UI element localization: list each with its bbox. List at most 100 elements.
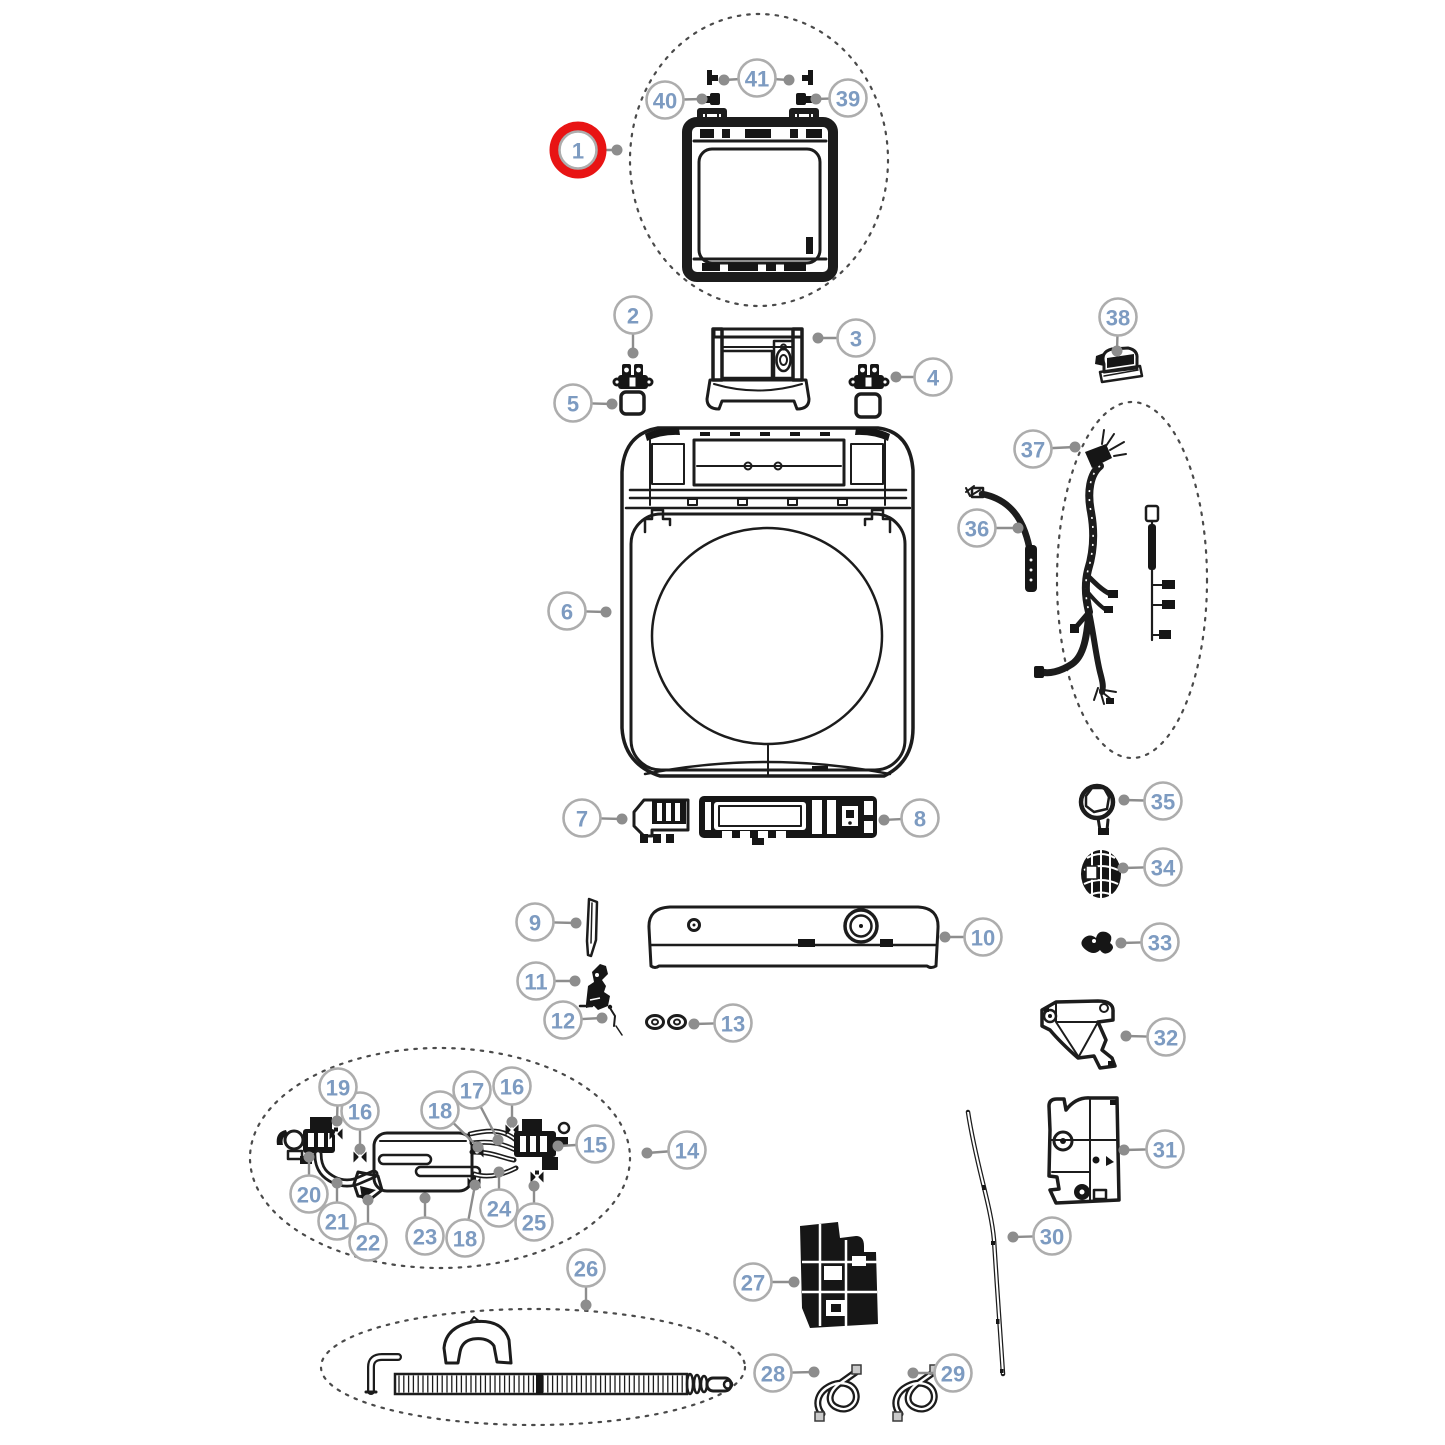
callout-circle[interactable]: [836, 318, 876, 358]
callout-circle[interactable]: [900, 798, 940, 838]
callout-circle[interactable]: [1143, 781, 1183, 821]
callout-36[interactable]: 36: [957, 508, 1024, 548]
callout-circle[interactable]: [713, 1003, 753, 1043]
callout-circle[interactable]: [317, 1201, 357, 1241]
leader-dot: [580, 1299, 592, 1311]
callout-circle[interactable]: [737, 58, 777, 98]
callout-circle[interactable]: [1145, 1129, 1185, 1169]
callout-number: 18: [428, 1099, 452, 1124]
callout-number: 4: [927, 366, 940, 391]
callout-2[interactable]: 2: [613, 295, 653, 359]
callout-28[interactable]: 28: [753, 1353, 820, 1393]
callout-38[interactable]: 38: [1098, 297, 1138, 357]
leader-dot: [493, 1166, 505, 1178]
callout-9[interactable]: 9: [515, 902, 582, 942]
callout-4[interactable]: 4: [890, 357, 953, 397]
callout-circle[interactable]: [562, 798, 602, 838]
callout-15[interactable]: 15: [552, 1124, 615, 1164]
callout-41[interactable]: 41: [718, 58, 795, 98]
callout-circle[interactable]: [575, 1124, 615, 1164]
callout-14[interactable]: 14: [641, 1130, 707, 1170]
callout-circle[interactable]: [957, 508, 997, 548]
callout-34[interactable]: 34: [1117, 847, 1183, 887]
callout-number: 32: [1154, 1026, 1178, 1051]
callout-5[interactable]: 5: [553, 383, 618, 423]
callout-circle[interactable]: [452, 1070, 492, 1110]
leader-dot: [331, 1177, 343, 1189]
callout-circle[interactable]: [1032, 1216, 1072, 1256]
callout-18[interactable]: 18: [445, 1179, 485, 1258]
callout-6[interactable]: 6: [547, 591, 612, 631]
callout-37[interactable]: 37: [1013, 429, 1081, 469]
callout-19[interactable]: 19: [318, 1067, 358, 1127]
callout-circle[interactable]: [667, 1130, 707, 1170]
callout-circle[interactable]: [613, 295, 653, 335]
callout-16[interactable]: 16: [492, 1066, 532, 1128]
callout-8[interactable]: 8: [878, 798, 940, 838]
callout-27[interactable]: 27: [733, 1262, 800, 1302]
callout-40[interactable]: 40: [645, 80, 708, 120]
callout-circle[interactable]: [547, 591, 587, 631]
callout-circle[interactable]: [913, 357, 953, 397]
callout-circle[interactable]: [828, 78, 868, 118]
callout-circle[interactable]: [1098, 297, 1138, 337]
callout-35[interactable]: 35: [1118, 781, 1183, 821]
callout-circle[interactable]: [405, 1216, 445, 1256]
callout-circle[interactable]: [733, 1262, 773, 1302]
leader-dot: [1118, 794, 1130, 806]
callout-circle[interactable]: [515, 902, 555, 942]
callout-circle[interactable]: [318, 1067, 358, 1107]
callout-circle[interactable]: [558, 130, 598, 170]
callout-31[interactable]: 31: [1118, 1129, 1185, 1169]
callout-10[interactable]: 10: [939, 917, 1003, 957]
callout-30[interactable]: 30: [1007, 1216, 1072, 1256]
callout-29[interactable]: 29: [907, 1353, 973, 1393]
callout-circle[interactable]: [1013, 429, 1053, 469]
part-14-inlet-valve-assembly: [276, 1117, 571, 1200]
callout-13[interactable]: 13: [688, 1003, 753, 1043]
leader-dot: [812, 332, 824, 344]
callout-32[interactable]: 32: [1120, 1017, 1186, 1057]
callout-23[interactable]: 23: [405, 1192, 445, 1256]
callout-20[interactable]: 20: [289, 1151, 329, 1214]
leader-dot: [641, 1147, 653, 1159]
callout-24[interactable]: 24: [479, 1166, 519, 1228]
callout-circle[interactable]: [479, 1188, 519, 1228]
callout-circle[interactable]: [543, 1000, 583, 1040]
callout-18[interactable]: 18: [420, 1090, 484, 1153]
lid-assembly-boundary: [628, 12, 890, 308]
callout-26[interactable]: 26: [566, 1248, 606, 1311]
callout-33[interactable]: 33: [1115, 922, 1180, 962]
callout-25[interactable]: 25: [514, 1180, 554, 1242]
part-37-wire-harness: [1034, 429, 1175, 705]
callout-circle[interactable]: [566, 1248, 606, 1288]
callout-17[interactable]: 17: [452, 1070, 504, 1146]
callout-circle[interactable]: [1140, 922, 1180, 962]
callout-circle[interactable]: [516, 961, 556, 1001]
callout-circle[interactable]: [420, 1090, 460, 1130]
callout-circle[interactable]: [645, 80, 685, 120]
callout-circle[interactable]: [492, 1066, 532, 1106]
callout-number: 16: [500, 1075, 524, 1100]
callout-circle[interactable]: [514, 1202, 554, 1242]
callout-22[interactable]: 22: [348, 1194, 388, 1262]
callout-circle[interactable]: [963, 917, 1003, 957]
callout-1[interactable]: 1: [549, 121, 623, 179]
callout-7[interactable]: 7: [562, 798, 628, 838]
callout-circle[interactable]: [933, 1353, 973, 1393]
callout-11[interactable]: 11: [516, 961, 581, 1001]
callout-12[interactable]: 12: [543, 1000, 608, 1040]
callout-number: 21: [325, 1210, 349, 1235]
callout-number: 3: [850, 327, 862, 352]
callout-circle[interactable]: [1143, 847, 1183, 887]
callout-circle[interactable]: [348, 1222, 388, 1262]
callout-21[interactable]: 21: [317, 1177, 357, 1241]
callout-circle[interactable]: [445, 1218, 485, 1258]
callout-circle[interactable]: [1146, 1017, 1186, 1057]
callout-circle[interactable]: [289, 1174, 329, 1214]
callout-circle[interactable]: [753, 1353, 793, 1393]
callout-3[interactable]: 3: [812, 318, 876, 358]
leader-dot: [878, 814, 890, 826]
callout-circle[interactable]: [553, 383, 593, 423]
callout-39[interactable]: 39: [810, 78, 868, 118]
